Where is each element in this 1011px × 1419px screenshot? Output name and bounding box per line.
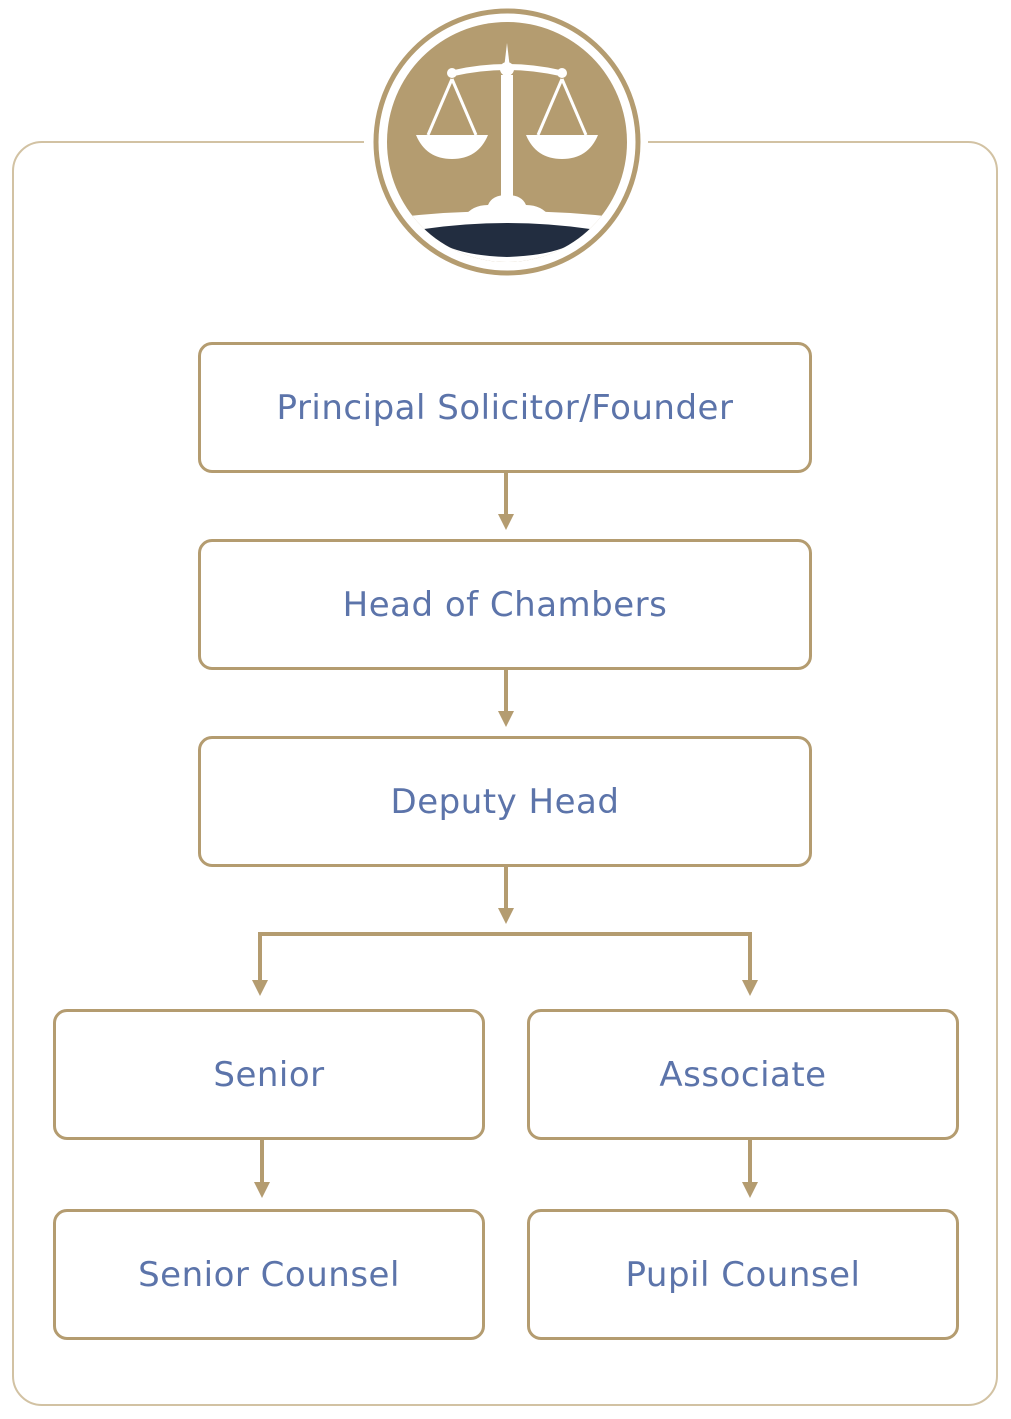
node-associate: Associate: [527, 1009, 959, 1140]
node-label: Senior Counsel: [138, 1254, 400, 1295]
node-senior-counsel: Senior Counsel: [53, 1209, 485, 1340]
node-head-of-chambers: Head of Chambers: [198, 539, 812, 670]
scales-of-justice-icon: [373, 8, 641, 276]
node-deputy-head: Deputy Head: [198, 736, 812, 867]
node-principal-solicitor: Principal Solicitor/Founder: [198, 342, 812, 473]
node-label: Head of Chambers: [342, 584, 668, 625]
node-label: Pupil Counsel: [625, 1254, 861, 1295]
node-senior: Senior: [53, 1009, 485, 1140]
node-label: Deputy Head: [390, 781, 620, 822]
node-label: Associate: [659, 1054, 827, 1095]
node-label: Senior: [213, 1054, 325, 1095]
node-label: Principal Solicitor/Founder: [276, 387, 734, 428]
node-pupil-counsel: Pupil Counsel: [527, 1209, 959, 1340]
branch-connector: [258, 932, 752, 980]
